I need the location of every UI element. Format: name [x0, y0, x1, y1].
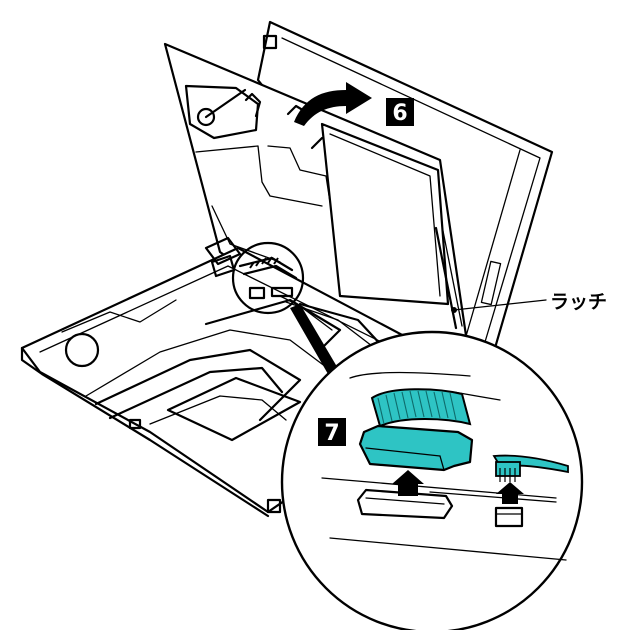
up-arrow-icon [392, 470, 424, 496]
magnified-inset: 7 [280, 330, 584, 630]
curved-arrow-icon [294, 82, 372, 126]
cable-connector-plug [358, 424, 474, 472]
step-6-label: 6 [392, 101, 407, 126]
latch-leader-line [453, 299, 547, 311]
step-7-badge: 7 [318, 418, 346, 446]
step-6-badge: 6 [386, 98, 414, 126]
up-arrow-icon [496, 482, 524, 504]
step-7-label: 7 [324, 421, 339, 446]
board-connector [356, 488, 454, 520]
board-socket [494, 506, 524, 528]
latch-point [451, 307, 457, 313]
lcd-front-bezel [163, 42, 474, 378]
zoom-pointer [290, 304, 346, 388]
latch-label: ラッチ [550, 291, 607, 313]
ribbon-cable [349, 371, 501, 428]
small-cable [492, 454, 569, 482]
